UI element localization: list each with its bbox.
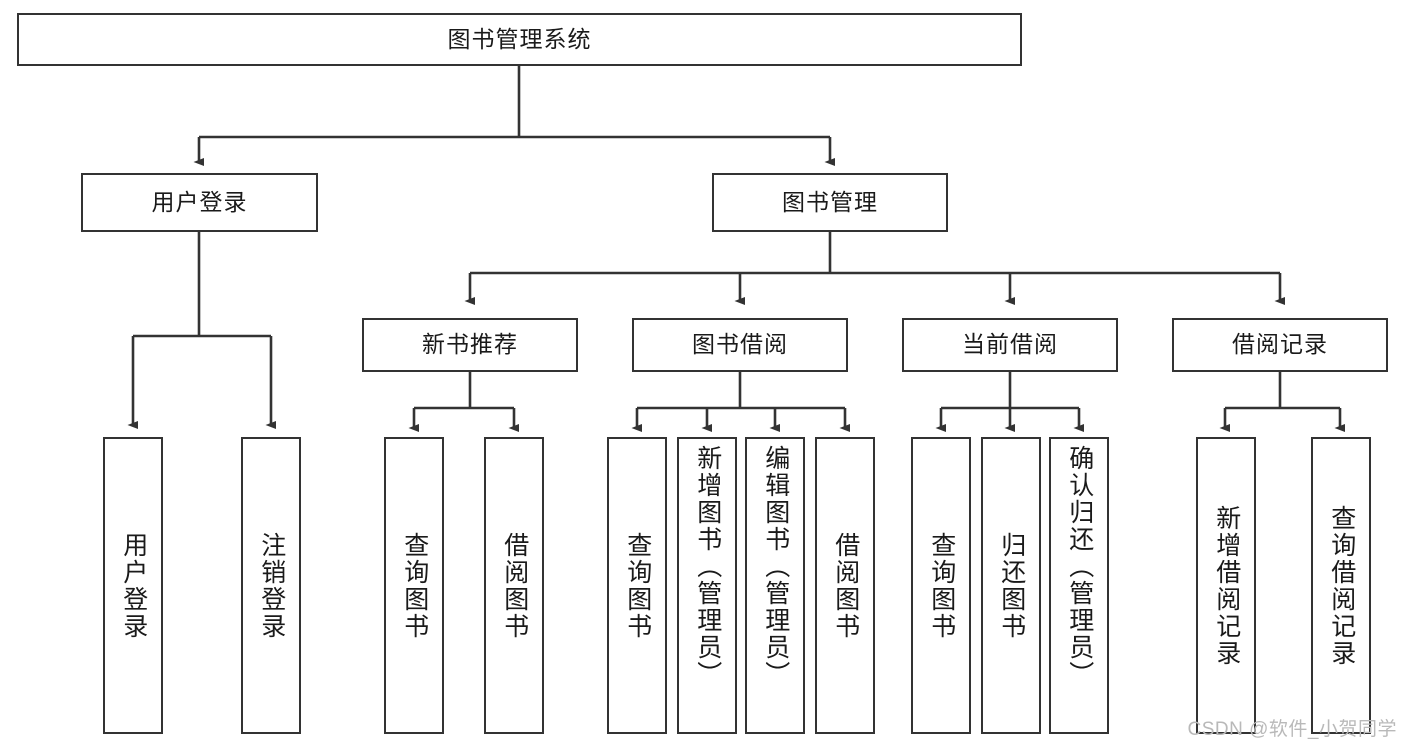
node-label: 归还图书 <box>997 531 1026 640</box>
csdn-watermark: CSDN @软件_小贺同学 <box>1187 719 1397 740</box>
node-label: 查询图书 <box>927 531 956 640</box>
leaf-current-borrow-return[interactable]: 归还图书 <box>981 437 1041 734</box>
node-label: 借阅记录 <box>1232 331 1328 358</box>
leaf-book-borrow-add[interactable]: 新增图书（管理员） <box>677 437 737 734</box>
node-label: 查询图书 <box>623 531 652 640</box>
node-label: 新书推荐 <box>422 331 518 358</box>
node-new-book-recommend[interactable]: 新书推荐 <box>362 318 578 372</box>
leaf-book-borrow-borrow[interactable]: 借阅图书 <box>815 437 875 734</box>
node-label: 图书管理 <box>782 188 878 215</box>
node-label: 注销登录 <box>257 531 286 640</box>
node-label: 用户登录 <box>119 531 148 640</box>
leaf-user-login-login[interactable]: 用户登录 <box>103 437 163 734</box>
node-current-borrow[interactable]: 当前借阅 <box>902 318 1118 372</box>
node-label: 借阅图书 <box>831 531 860 640</box>
node-label: 新增图书（管理员） <box>693 445 722 688</box>
leaf-book-borrow-query[interactable]: 查询图书 <box>607 437 667 734</box>
node-label: 编辑图书（管理员） <box>761 445 790 688</box>
leaf-user-login-logout[interactable]: 注销登录 <box>241 437 301 734</box>
leaf-new-book-query[interactable]: 查询图书 <box>384 437 444 734</box>
node-label: 新增借阅记录 <box>1212 504 1241 667</box>
leaf-borrow-record-add[interactable]: 新增借阅记录 <box>1196 437 1256 734</box>
node-label: 借阅图书 <box>500 531 529 640</box>
leaf-current-borrow-confirm-return[interactable]: 确认归还（管理员） <box>1049 437 1109 734</box>
node-label: 确认归还（管理员） <box>1065 445 1094 688</box>
node-label: 图书管理系统 <box>447 25 592 52</box>
node-label: 查询图书 <box>400 531 429 640</box>
node-label: 查询借阅记录 <box>1327 504 1356 667</box>
leaf-borrow-record-query[interactable]: 查询借阅记录 <box>1311 437 1371 734</box>
leaf-new-book-borrow[interactable]: 借阅图书 <box>484 437 544 734</box>
node-root-system[interactable]: 图书管理系统 <box>17 13 1022 66</box>
node-label: 当前借阅 <box>962 331 1058 358</box>
node-book-management[interactable]: 图书管理 <box>712 173 948 232</box>
node-user-login[interactable]: 用户登录 <box>81 173 318 232</box>
leaf-current-borrow-query[interactable]: 查询图书 <box>911 437 971 734</box>
node-label: 用户登录 <box>151 188 248 215</box>
node-label: 图书借阅 <box>692 331 788 358</box>
node-book-borrow[interactable]: 图书借阅 <box>632 318 848 372</box>
node-borrow-record[interactable]: 借阅记录 <box>1172 318 1388 372</box>
leaf-book-borrow-edit[interactable]: 编辑图书（管理员） <box>745 437 805 734</box>
